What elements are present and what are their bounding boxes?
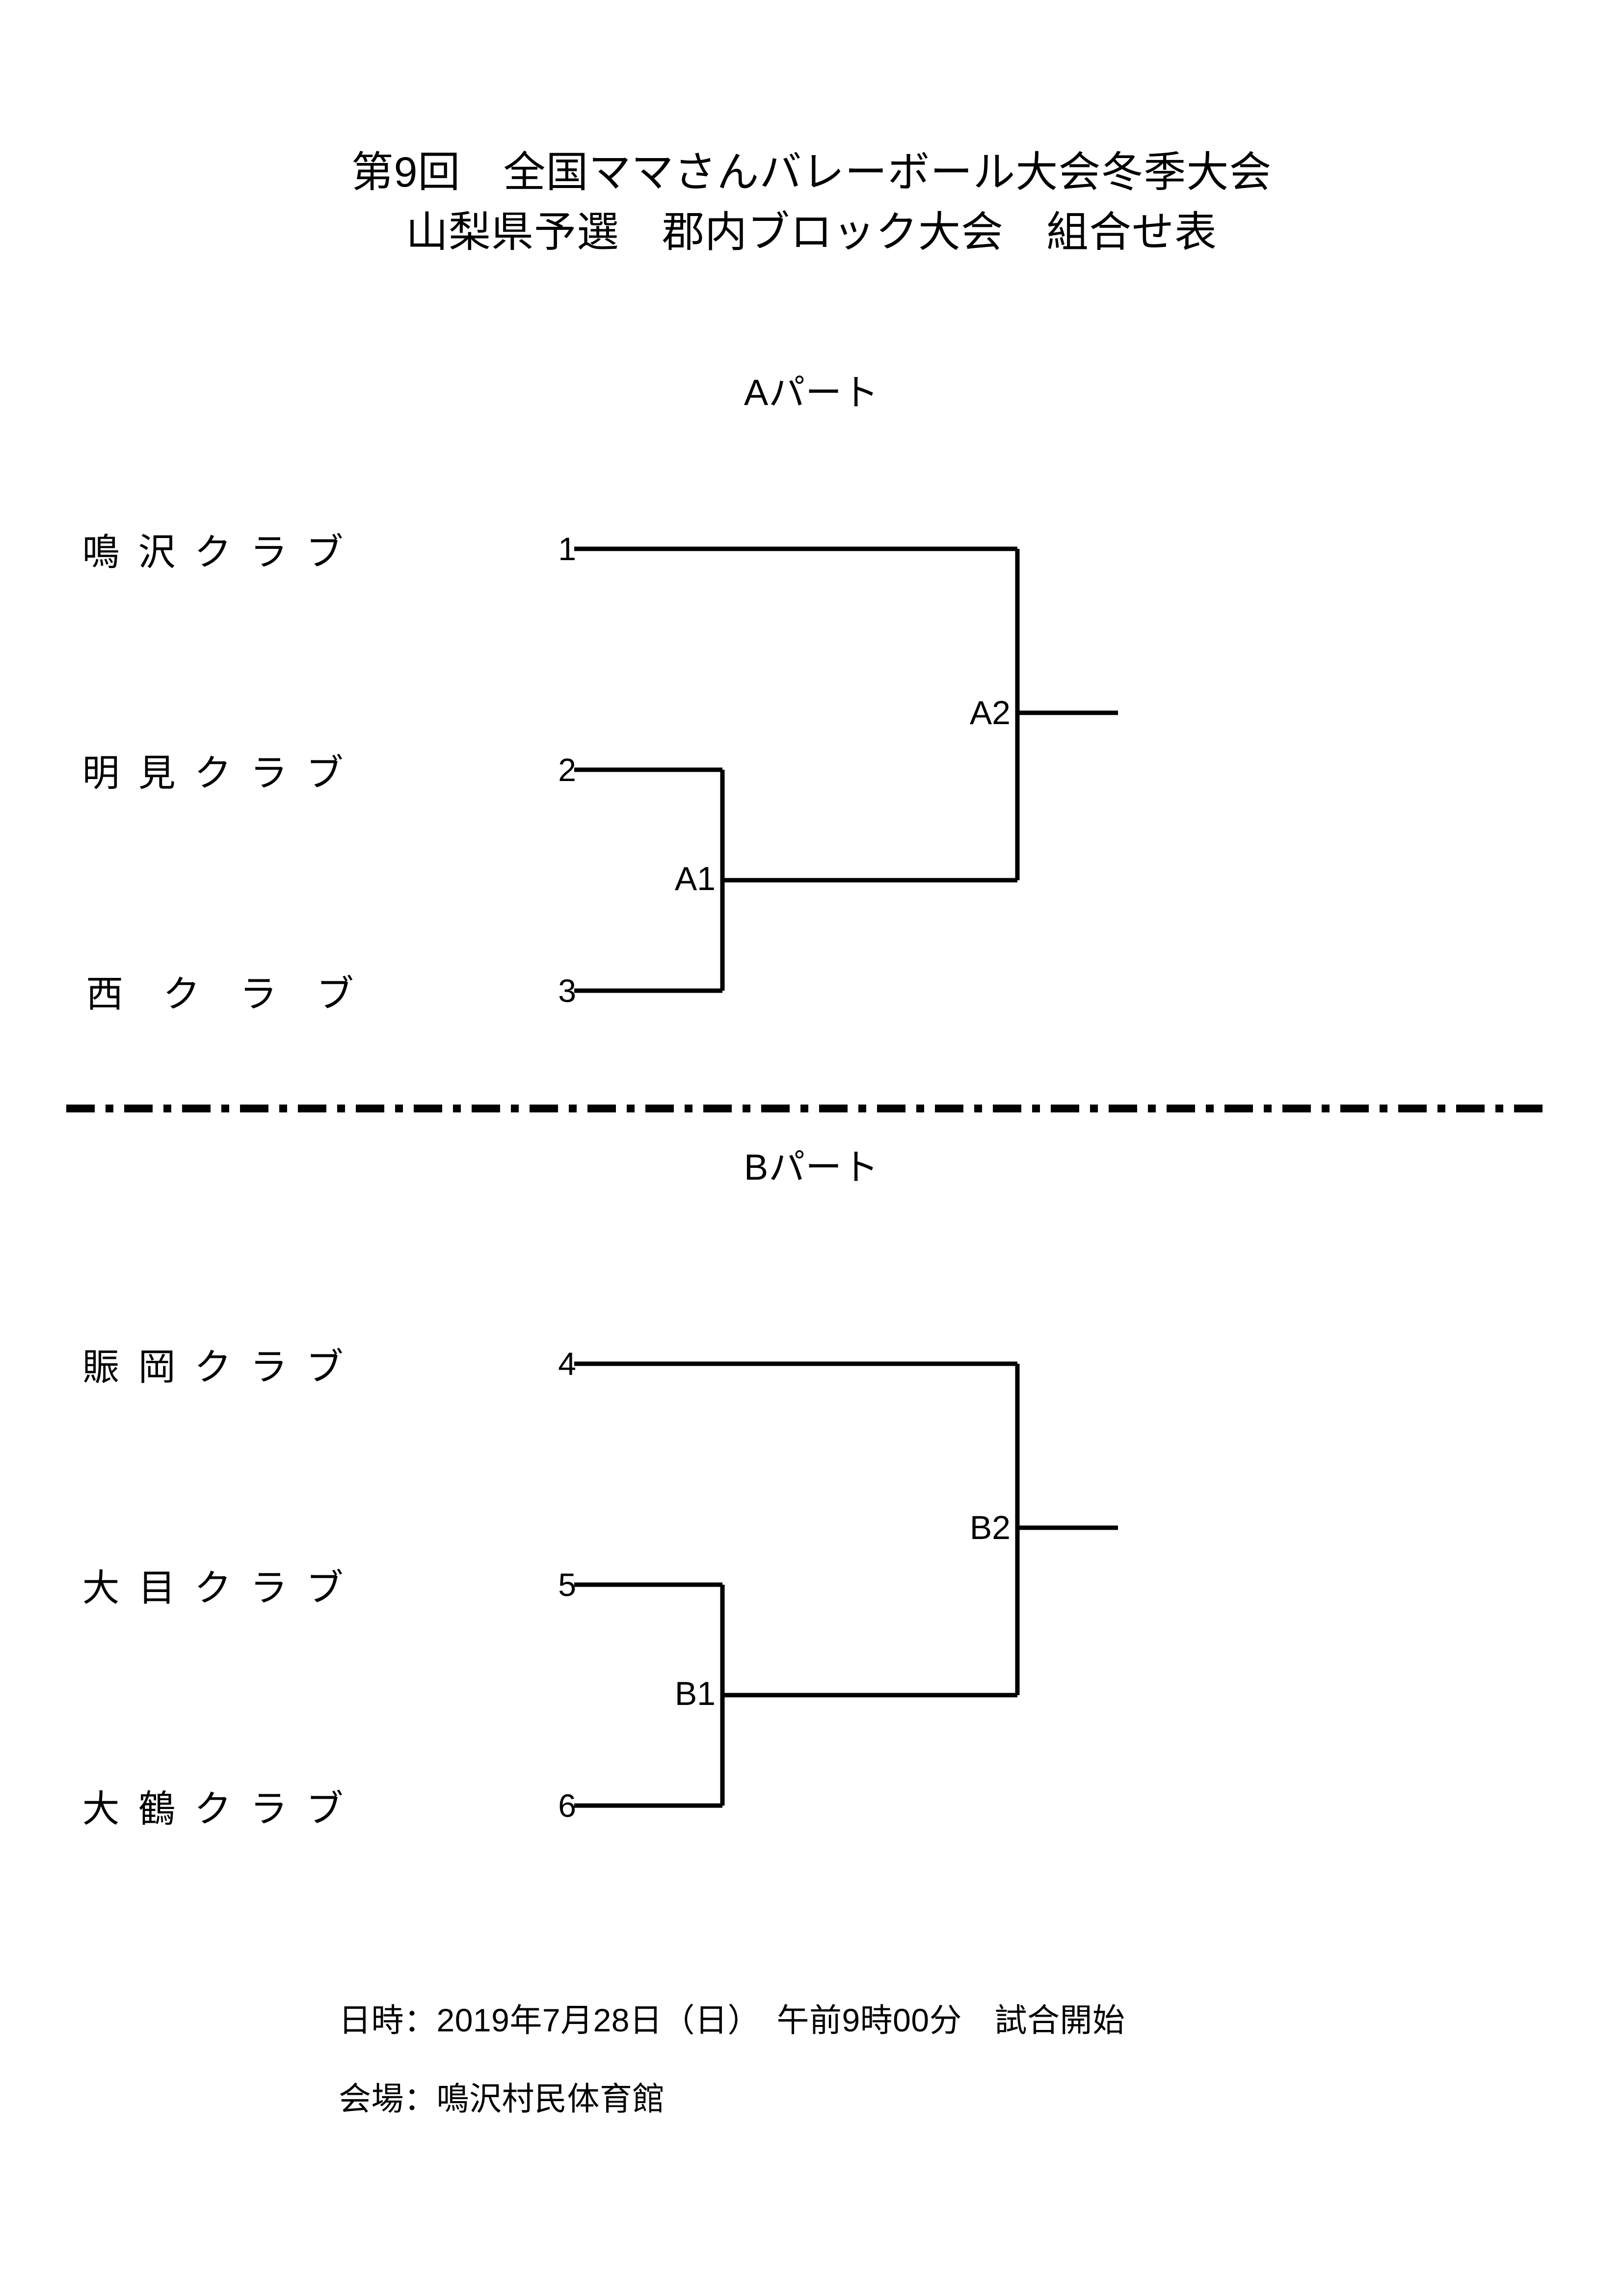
section-divider [66,1105,1548,1112]
team-seed-1: 1 [558,531,576,567]
team-name-3: 西クラブ [86,973,394,1015]
team-name-5: 大目クラブ [82,1567,362,1609]
team-entry-1: 鳴沢クラブ 1 [79,519,579,578]
team-name-2: 明見クラブ [82,753,362,794]
team-entry-4: 賑岡クラブ 4 [79,1334,579,1393]
team-name-4: 賑岡クラブ [82,1347,362,1388]
title-line-1: 第9回 全国ママさんバレーボール大会冬季大会 [351,149,1272,196]
title-line-2: 山梨県予選 郡内ブロック大会 組合せ表 [406,209,1217,256]
team-seed-4: 4 [558,1346,576,1382]
document-title: 第9回 全国ママさんバレーボール大会冬季大会 山梨県予選 郡内ブロック大会 組合… [0,142,1623,262]
part-a-heading: Aパート [744,372,879,413]
team-name-1: 鳴沢クラブ [82,532,362,573]
event-datetime: 日時：2019年7月28日（日） 午前9時00分 試合開始 [339,2002,1125,2038]
team-seed-5: 5 [558,1567,576,1603]
match-label-b1: B1 [674,1675,716,1712]
part-b-heading: Bパート [744,1147,879,1188]
match-label-a1: A1 [674,860,716,897]
team-seed-3: 3 [558,972,576,1009]
team-entry-2: 明見クラブ 2 [79,740,579,799]
team-entry-5: 大目クラブ 5 [79,1555,579,1614]
team-seed-2: 2 [558,752,576,788]
match-label-a2: A2 [969,694,1011,731]
team-entry-6: 大鶴クラブ 6 [79,1776,579,1835]
team-entry-3: 西クラブ 3 [79,961,579,1020]
team-name-6: 大鶴クラブ [82,1788,362,1830]
event-venue: 会場：鳴沢村民体育館 [339,2080,665,2117]
match-label-b2: B2 [969,1509,1011,1546]
team-seed-6: 6 [558,1787,576,1824]
